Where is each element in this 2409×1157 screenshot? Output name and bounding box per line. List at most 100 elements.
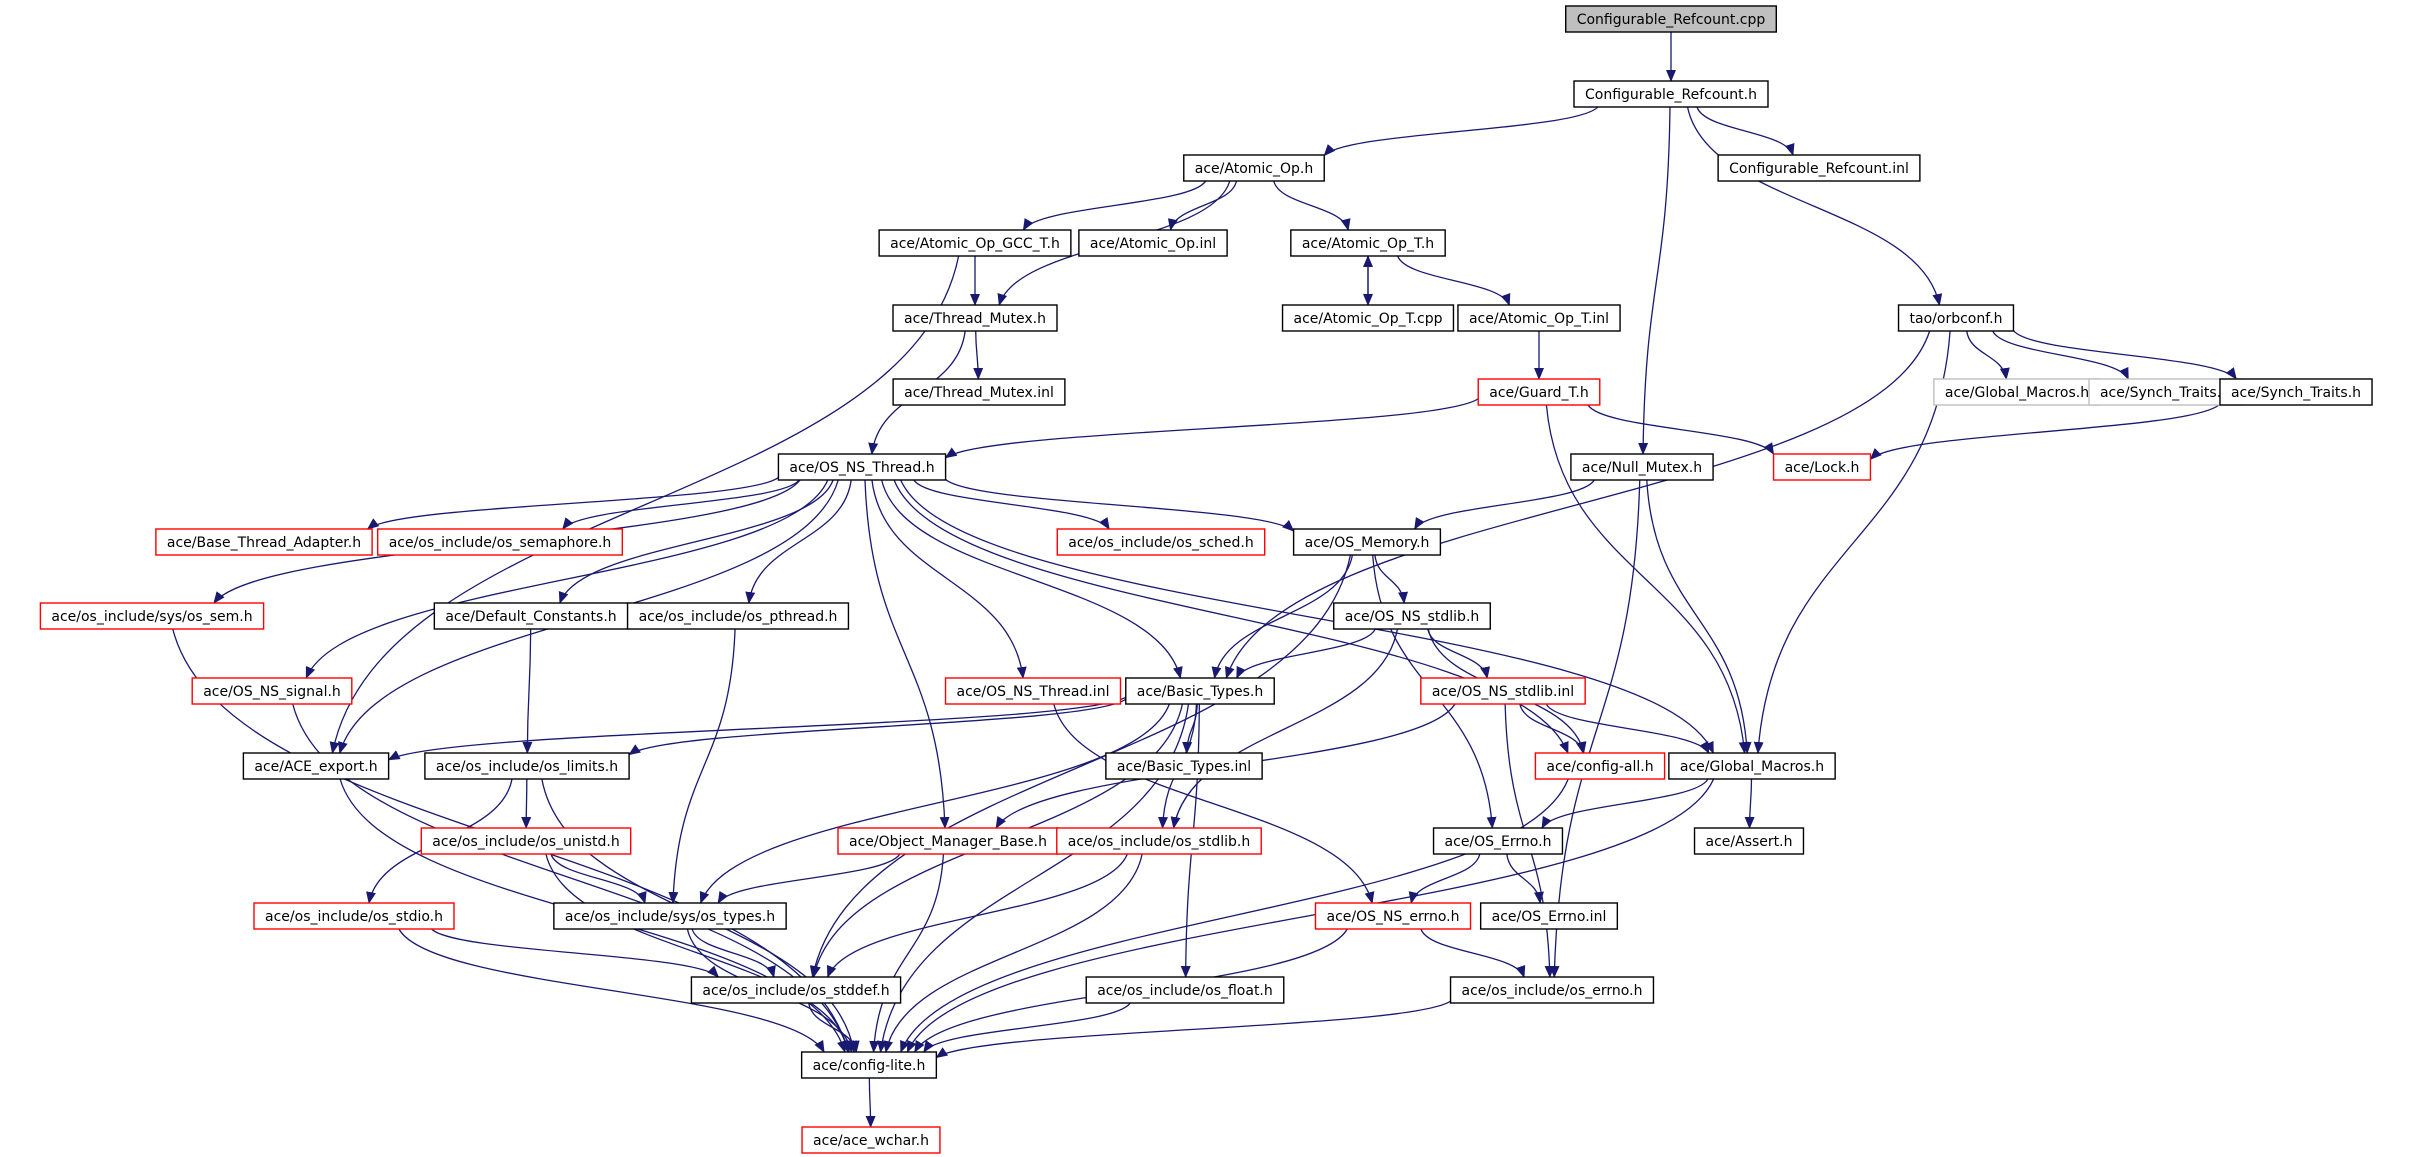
node-ace-lock-h[interactable]: ace/Lock.h — [1772, 453, 1872, 481]
edge-n6-n9 — [1397, 255, 1511, 306]
edge-n26-n30 — [1427, 628, 1491, 679]
node-label: ace/Atomic_Op.inl — [1090, 236, 1216, 252]
node-label: ace/Null_Mutex.h — [1582, 460, 1702, 476]
node-ace-atomic-op-gcc-t-h[interactable]: ace/Atomic_Op_GCC_T.h — [878, 229, 1072, 257]
node-configurable-refcount-h[interactable]: Configurable_Refcount.h — [1573, 80, 1769, 108]
node-ace-basic-types-h[interactable]: ace/Basic_Types.h — [1125, 677, 1275, 705]
node-label: ace/Basic_Types.h — [1137, 684, 1263, 700]
node-ace-os-include-os-semaphore-h[interactable]: ace/os_include/os_semaphore.h — [376, 528, 624, 556]
edge-n4-n31 — [329, 255, 960, 754]
node-box — [253, 902, 455, 930]
node-ace-os-include-os-float-h[interactable]: ace/os_include/os_float.h — [1085, 976, 1285, 1004]
node-ace-os-include-os-stdlib-h[interactable]: ace/os_include/os_stdlib.h — [1056, 827, 1262, 855]
edge-n16-n22 — [945, 478, 1295, 532]
node-ace-os-include-os-limits-h[interactable]: ace/os_include/os_limits.h — [424, 752, 630, 780]
node-configurable-refcount-cpp[interactable]: Configurable_Refcount.cpp — [1565, 5, 1777, 33]
edge-n16-n37 — [864, 479, 950, 829]
node-label: ace/OS_Errno.h — [1445, 834, 1552, 850]
node-label: ace/OS_NS_Thread.h — [789, 460, 934, 476]
node-ace-os-include-sys-os-sem-h[interactable]: ace/os_include/sys/os_sem.h — [39, 602, 265, 630]
node-ace-atomic-op-t-cpp[interactable]: ace/Atomic_Op_T.cpp — [1281, 304, 1455, 332]
node-box — [1105, 752, 1263, 780]
edge-n37-n42 — [717, 853, 901, 904]
node-box — [690, 976, 902, 1004]
node-ace-ace-wchar-h[interactable]: ace/ace_wchar.h — [801, 1126, 941, 1154]
node-ace-os-include-os-unistd-h[interactable]: ace/os_include/os_unistd.h — [420, 827, 632, 855]
edge-n17-n35 — [1646, 479, 1752, 754]
node-ace-os-include-os-errno-h[interactable]: ace/os_include/os_errno.h — [1449, 976, 1655, 1004]
node-box — [1281, 304, 1455, 332]
edge-n16-n19 — [366, 476, 779, 530]
node-ace-os-include-os-stdio-h[interactable]: ace/os_include/os_stdio.h — [253, 902, 455, 930]
node-ace-object-manager-base-h[interactable]: ace/Object_Manager_Base.h — [837, 827, 1059, 855]
node-configurable-refcount-inl[interactable]: Configurable_Refcount.inl — [1717, 154, 1921, 182]
node-ace-os-ns-stdlib-inl[interactable]: ace/OS_NS_stdlib.inl — [1420, 677, 1586, 705]
node-ace-thread-mutex-h[interactable]: ace/Thread_Mutex.h — [892, 304, 1058, 332]
edge-n36-n42 — [550, 853, 647, 904]
node-ace-os-memory-h[interactable]: ace/OS_Memory.h — [1292, 528, 1442, 556]
node-ace-atomic-op-inl[interactable]: ace/Atomic_Op.inl — [1078, 229, 1228, 257]
node-ace-os-ns-thread-h[interactable]: ace/OS_NS_Thread.h — [777, 453, 947, 481]
edge-n15-n18 — [1869, 403, 2221, 461]
edge-n2-n5 — [1167, 180, 1238, 231]
node-label: ace/os_include/sys/os_sem.h — [51, 609, 252, 625]
node-ace-synch-traits-h[interactable]: ace/Synch_Traits.h — [2088, 378, 2242, 406]
node-label: ace/Thread_Mutex.inl — [904, 385, 1054, 401]
node-box — [1056, 528, 1266, 556]
node-ace-basic-types-inl[interactable]: ace/Basic_Types.inl — [1105, 752, 1263, 780]
node-box — [424, 752, 630, 780]
node-box — [553, 902, 787, 930]
node-ace-os-errno-inl[interactable]: ace/OS_Errno.inl — [1479, 902, 1619, 930]
node-ace-config-all-h[interactable]: ace/config-all.h — [1534, 752, 1666, 780]
node-ace-os-ns-errno-h[interactable]: ace/OS_NS_errno.h — [1314, 902, 1472, 930]
node-ace-synch-traits-h[interactable]: ace/Synch_Traits.h — [2219, 378, 2373, 406]
node-ace-atomic-op-h[interactable]: ace/Atomic_Op.h — [1183, 154, 1325, 182]
edge-n22-n26 — [1374, 554, 1408, 604]
node-ace-assert-h[interactable]: ace/Assert.h — [1693, 827, 1805, 855]
node-label: ace/ACE_export.h — [254, 759, 377, 775]
node-box — [1449, 976, 1655, 1004]
node-ace-os-include-os-stddef-h[interactable]: ace/os_include/os_stddef.h — [690, 976, 902, 1004]
node-box — [944, 677, 1122, 705]
node-ace-os-include-os-pthread-h[interactable]: ace/os_include/os_pthread.h — [626, 602, 850, 630]
node-box — [1570, 453, 1714, 481]
node-box — [1457, 304, 1621, 332]
node-ace-os-ns-thread-inl[interactable]: ace/OS_NS_Thread.inl — [944, 677, 1122, 705]
node-label: ace/Atomic_Op.h — [1195, 161, 1313, 177]
node-ace-config-lite-h[interactable]: ace/config-lite.h — [800, 1051, 938, 1079]
node-box — [1085, 976, 1285, 1004]
node-label: ace/Global_Macros.h — [1680, 759, 1824, 775]
node-ace-ace-export-h[interactable]: ace/ACE_export.h — [242, 752, 390, 780]
node-box — [777, 453, 947, 481]
node-label: ace/os_include/os_float.h — [1097, 983, 1273, 999]
node-label: ace/os_include/sys/os_types.h — [565, 909, 775, 925]
edge-n16-n35 — [900, 479, 1714, 754]
node-box — [801, 1126, 941, 1154]
edge-n29-n33 — [1182, 703, 1198, 754]
edge-n16-n25 — [745, 479, 852, 604]
node-ace-os-include-os-sched-h[interactable]: ace/os_include/os_sched.h — [1056, 528, 1266, 556]
node-ace-os-ns-signal-h[interactable]: ace/OS_NS_signal.h — [191, 677, 353, 705]
node-ace-os-errno-h[interactable]: ace/OS_Errno.h — [1432, 827, 1564, 855]
node-ace-os-include-sys-os-types-h[interactable]: ace/os_include/sys/os_types.h — [553, 902, 787, 930]
node-ace-base-thread-adapter-h[interactable]: ace/Base_Thread_Adapter.h — [155, 528, 373, 556]
edge-n45-n48 — [808, 1002, 860, 1053]
node-box — [1573, 80, 1769, 108]
node-ace-guard-t-h[interactable]: ace/Guard_T.h — [1477, 378, 1601, 406]
edge-n16-n21 — [913, 479, 1110, 530]
node-ace-os-ns-stdlib-h[interactable]: ace/OS_NS_stdlib.h — [1333, 602, 1491, 630]
node-ace-thread-mutex-inl[interactable]: ace/Thread_Mutex.inl — [892, 378, 1066, 406]
node-ace-atomic-op-t-h[interactable]: ace/Atomic_Op_T.h — [1290, 229, 1446, 257]
node-tao-orbconf-h[interactable]: tao/orbconf.h — [1897, 304, 2015, 332]
node-ace-null-mutex-h[interactable]: ace/Null_Mutex.h — [1570, 453, 1714, 481]
node-ace-default-constants-h[interactable]: ace/Default_Constants.h — [433, 602, 629, 630]
edge-n16-n27 — [305, 479, 829, 679]
edge-n10-n14 — [1992, 330, 2129, 380]
node-ace-global-macros-h[interactable]: ace/Global_Macros.h — [1933, 378, 2101, 406]
node-ace-atomic-op-t-inl[interactable]: ace/Atomic_Op_T.inl — [1457, 304, 1621, 332]
edge-n35-n39 — [1541, 778, 1709, 829]
node-ace-global-macros-h[interactable]: ace/Global_Macros.h — [1668, 752, 1836, 780]
node-label: ace/os_include/os_limits.h — [436, 759, 618, 775]
node-box — [39, 602, 265, 630]
